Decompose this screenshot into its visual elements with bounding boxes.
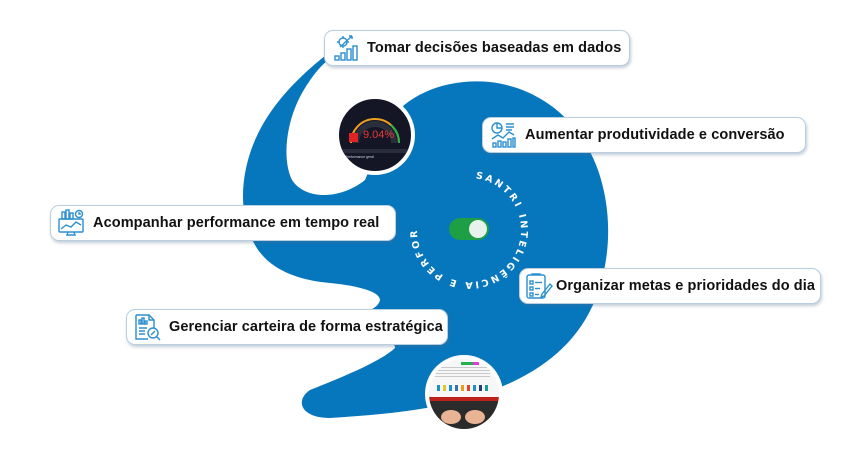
monitor-analytics-icon <box>58 209 84 236</box>
gauge-caption: Performance geral <box>345 155 374 159</box>
checklist-icon <box>526 273 553 299</box>
portfolio-report-icon <box>135 314 161 341</box>
toggle-knob <box>469 220 487 238</box>
feature-card-data-decisions: Tomar decisões baseadas em dados <box>324 30 630 66</box>
gauge-screenshot-photo: 9.04% Performance geral <box>335 95 415 175</box>
feature-label: Acompanhar performance em tempo real <box>93 215 380 231</box>
gauge-arc-icon <box>339 118 411 153</box>
performance-toggle[interactable] <box>449 218 489 240</box>
laptop-dashboard-photo <box>425 355 503 433</box>
gauge-value: 9.04% <box>363 129 395 141</box>
data-decision-icon <box>334 35 358 61</box>
laptop-screen-icon <box>429 359 499 429</box>
productivity-chart-icon <box>491 122 516 148</box>
feature-card-productivity: Aumentar produtividade e conversão <box>482 117 806 153</box>
feature-label: Gerenciar carteira de forma estratégica <box>169 319 443 335</box>
feature-label: Aumentar produtividade e conversão <box>525 127 785 143</box>
feature-card-portfolio: Gerenciar carteira de forma estratégica <box>126 309 448 345</box>
feature-card-realtime-performance: Acompanhar performance em tempo real <box>50 205 396 241</box>
feature-card-goals-priorities: Organizar metas e prioridades do dia <box>519 268 821 304</box>
feature-label: Organizar metas e prioridades do dia <box>556 278 816 294</box>
feature-label: Tomar decisões baseadas em dados <box>367 40 622 56</box>
